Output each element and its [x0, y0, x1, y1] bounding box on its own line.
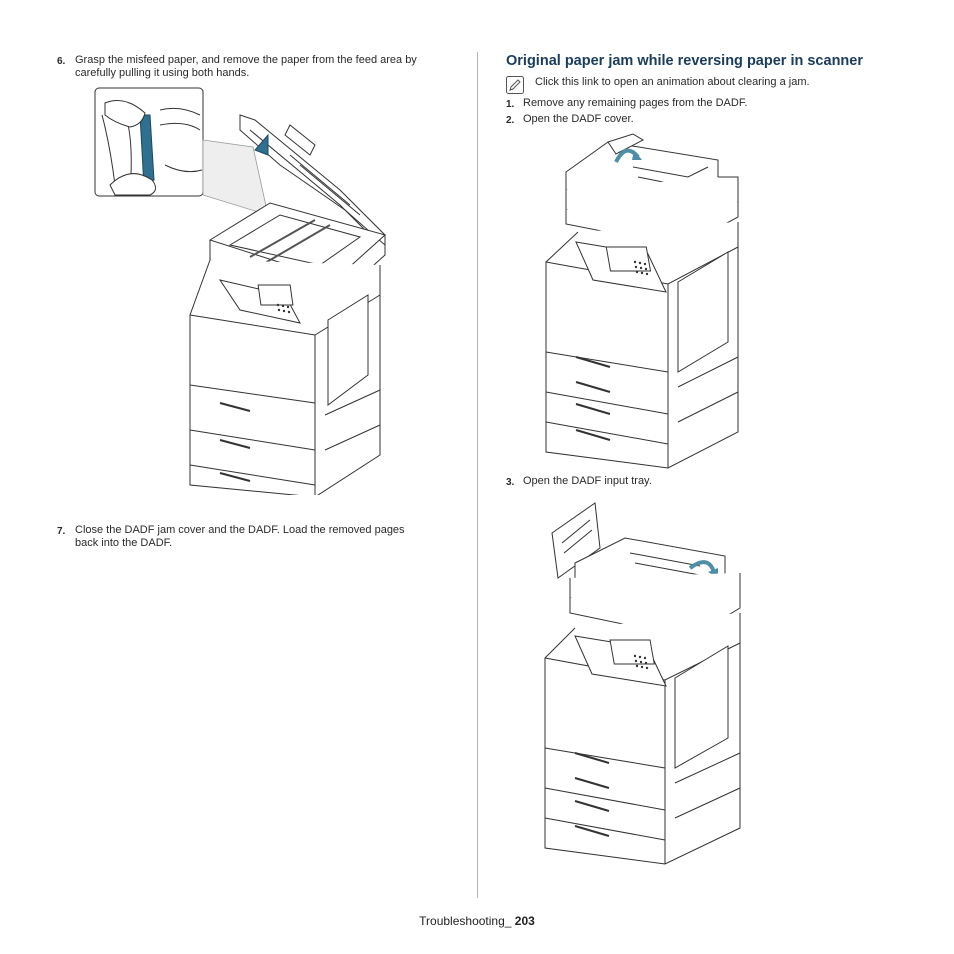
- printer-illustration-open-dadf-cover: [545, 133, 739, 469]
- step-number: 1.: [506, 99, 515, 110]
- step-text-line-2: back into the DADF.: [75, 537, 173, 549]
- step-number: 3.: [506, 477, 515, 488]
- footer-section: Troubleshooting_: [419, 914, 512, 928]
- step-text-line-2: carefully pulling it using both hands.: [75, 67, 250, 79]
- printer-illustration-remove-paper: [94, 87, 387, 495]
- step-number: 6.: [57, 56, 66, 67]
- printer-illustration-open-input-tray: [544, 502, 741, 865]
- step-text: Remove any remaining pages from the DADF…: [523, 97, 748, 109]
- step-text-line-1: Grasp the misfeed paper, and remove the …: [75, 54, 417, 66]
- step-number: 7.: [57, 526, 66, 537]
- column-divider: [477, 52, 478, 898]
- page-footer: Troubleshooting_ 203: [0, 914, 954, 928]
- step-text-line-1: Close the DADF jam cover and the DADF. L…: [75, 524, 405, 536]
- step-text: Open the DADF cover.: [523, 113, 634, 125]
- animation-note-text[interactable]: Click this link to open an animation abo…: [535, 76, 810, 88]
- step-number: 2.: [506, 115, 515, 126]
- step-text: Open the DADF input tray.: [523, 475, 652, 487]
- page-number: 203: [514, 914, 535, 928]
- pencil-note-icon[interactable]: [506, 76, 524, 94]
- section-heading: Original paper jam while reversing paper…: [506, 53, 863, 69]
